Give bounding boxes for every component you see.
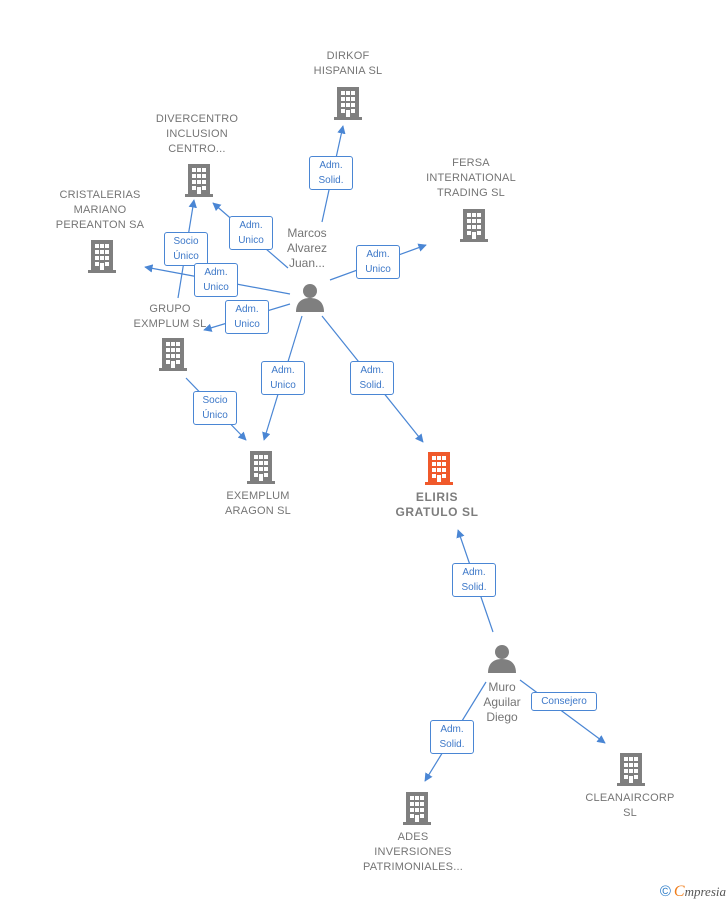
brand-name: mpresia <box>684 884 726 899</box>
edge-label-muro-cleanaircorp: Consejero <box>531 692 597 711</box>
edge-label-muro-ades: Adm. Solid. <box>430 720 474 754</box>
edge-line-muro-cleanaircorp <box>519 679 606 744</box>
person-icon[interactable] <box>296 284 324 312</box>
edge-label-marcos-exemplum: Adm. Unico <box>261 361 305 395</box>
edge-label-grupo-exemplum: Socio Único <box>193 391 237 425</box>
building-icon[interactable] <box>334 87 362 120</box>
building-icon[interactable] <box>185 164 213 197</box>
building-icon[interactable] <box>403 792 431 825</box>
node-label-ades[interactable]: ADES INVERSIONES PATRIMONIALES... <box>363 831 463 873</box>
person-label-marcos[interactable]: Marcos Alvarez Juan... <box>286 226 327 270</box>
building-icon-focus[interactable] <box>425 452 453 485</box>
node-label-dirkof[interactable]: DIRKOF HISPANIA SL <box>313 50 383 77</box>
building-icon[interactable] <box>88 240 116 273</box>
node-label-grupo-exmplum[interactable]: GRUPO EXMPLUM SL <box>133 303 207 330</box>
edge-label-marcos-cristalerias: Adm. Unico <box>194 263 238 297</box>
brand-initial: C <box>673 883 685 900</box>
building-icon[interactable] <box>460 209 488 242</box>
edge-label-grupo-divercentro: Socio Único <box>164 232 208 266</box>
node-label-divercentro[interactable]: DIVERCENTRO INCLUSION CENTRO... <box>155 113 239 155</box>
person-label-muro[interactable]: Muro Aguilar Diego <box>483 680 521 724</box>
building-icon[interactable] <box>617 753 645 786</box>
node-label-cleanaircorp[interactable]: CLEANAIRCORP SL <box>585 792 675 819</box>
edge-label-muro-eliris: Adm. Solid. <box>452 563 496 597</box>
edge-label-marcos-divercentro: Adm. Unico <box>229 216 273 250</box>
edge-label-marcos-eliris: Adm. Solid. <box>350 361 394 395</box>
copyright-icon: © <box>659 883 671 900</box>
building-icon[interactable] <box>159 338 187 371</box>
edge-label-marcos-fersa: Adm. Unico <box>356 245 400 279</box>
building-icon[interactable] <box>247 451 275 484</box>
person-icon[interactable] <box>488 645 516 673</box>
edge-label-marcos-grupo: Adm. Unico <box>225 300 269 334</box>
edge-label-marcos-dirkof: Adm. Solid. <box>309 156 353 190</box>
empresia-logo: ©Cmpresia <box>660 883 726 901</box>
node-label-exemplum-aragon[interactable]: EXEMPLUM ARAGON SL <box>225 490 291 517</box>
node-label-eliris-gratulo[interactable]: ELIRIS GRATULO SL <box>395 490 479 519</box>
node-label-fersa[interactable]: FERSA INTERNATIONAL TRADING SL <box>426 157 516 199</box>
node-label-cristalerias[interactable]: CRISTALERIAS MARIANO PEREANTON SA <box>55 189 145 231</box>
